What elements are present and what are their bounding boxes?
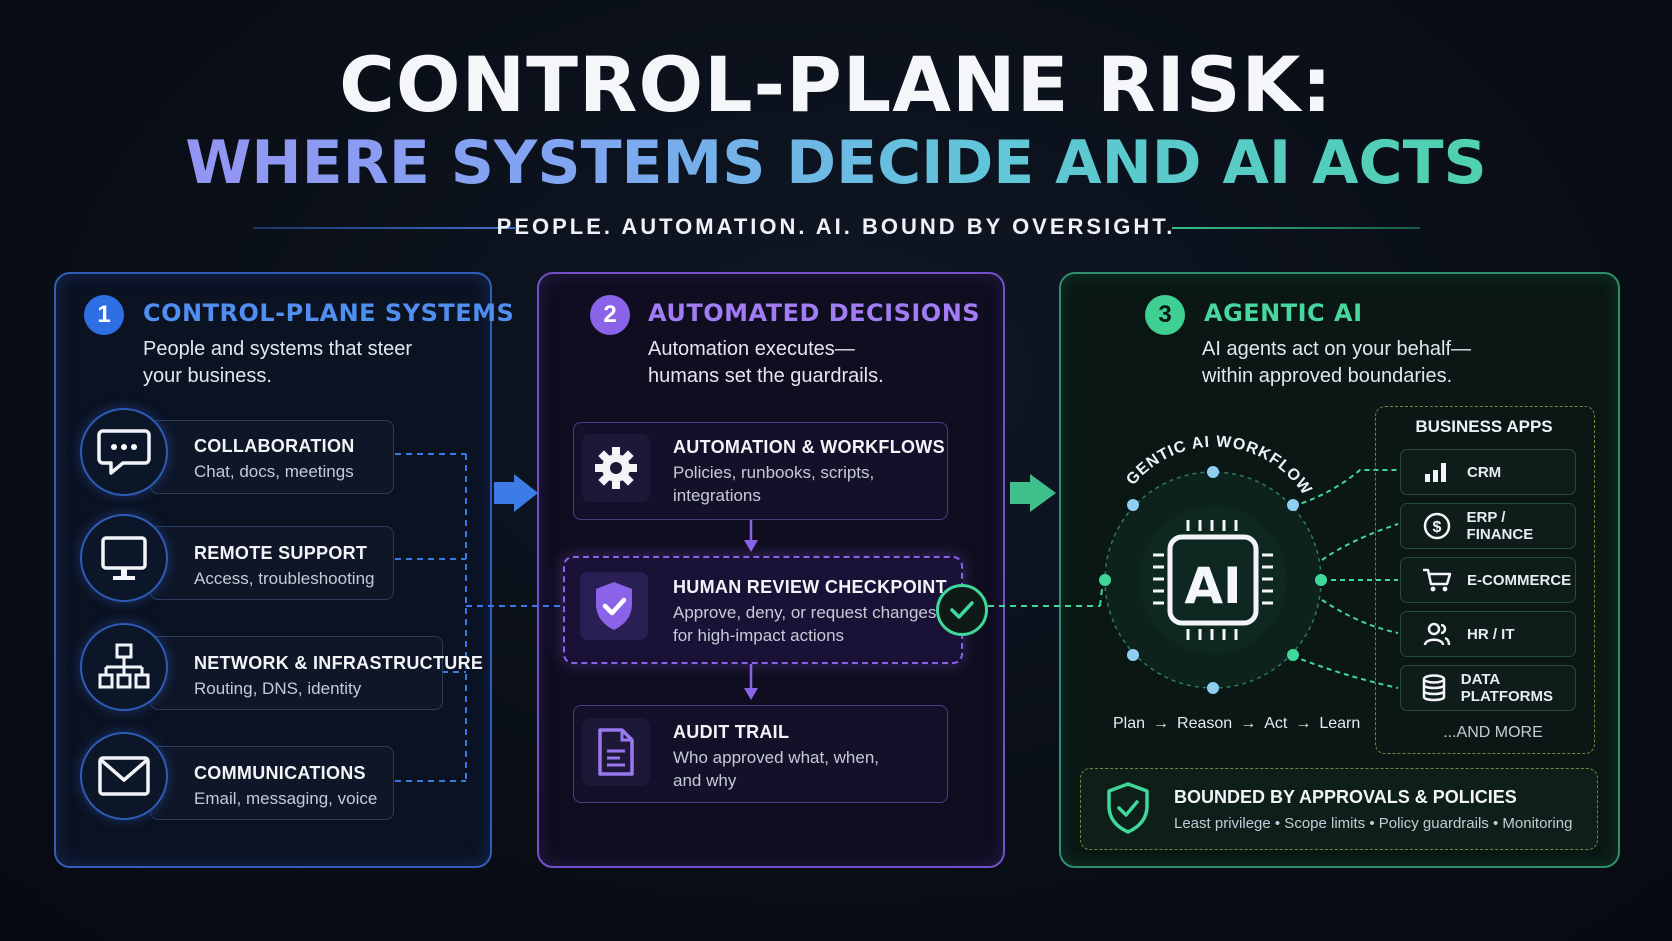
network-desc: Routing, DNS, identity xyxy=(194,679,362,698)
arrow-right-icon: → xyxy=(1240,715,1257,732)
page-title: CONTROL-PLANE RISK: xyxy=(339,40,1333,129)
column2-title: AUTOMATED DECISIONS xyxy=(648,299,981,327)
app-label: ERP / FINANCE xyxy=(1466,509,1534,543)
step-number-1: 1 xyxy=(84,295,124,335)
arrow-right-icon: → xyxy=(1153,715,1170,732)
bounded-policies-box xyxy=(1080,768,1598,850)
apps-more-label: ...AND MORE xyxy=(1443,724,1543,741)
bar-chart-icon xyxy=(1417,461,1457,483)
checkmark-icon xyxy=(936,584,988,636)
database-icon xyxy=(1417,674,1451,702)
app-hr-it[interactable]: HR / IT xyxy=(1400,611,1576,657)
collaboration-desc: Chat, docs, meetings xyxy=(194,462,354,481)
app-label: DATA PLATFORMS xyxy=(1460,671,1553,705)
arrow-right-icon xyxy=(494,474,538,512)
audit-title: AUDIT TRAIL xyxy=(673,722,790,742)
ai-chip-label: AI xyxy=(1184,557,1242,615)
column1-title: CONTROL-PLANE SYSTEMS xyxy=(143,299,515,327)
dollar-icon: $ xyxy=(1417,512,1457,540)
monitor-icon xyxy=(80,514,168,602)
business-apps-title: BUSINESS APPS xyxy=(1415,417,1553,436)
step-number-2: 2 xyxy=(590,295,630,335)
step-plan: Plan xyxy=(1113,715,1146,732)
network-icon xyxy=(80,623,168,711)
workflow-node xyxy=(1099,466,1327,694)
page-subtitle: WHERE SYSTEMS DECIDE AND AI ACTS xyxy=(0,128,1672,198)
chat-bubble-icon xyxy=(80,408,168,496)
shield-check-icon xyxy=(1105,782,1151,839)
column2-subtitle: Automation executes—humans set the guard… xyxy=(648,338,884,387)
workflow-steps: Plan → Reason → Act → Learn xyxy=(1113,715,1360,733)
card-remote-support[interactable] xyxy=(150,526,394,600)
remote-support-desc: Access, troubleshooting xyxy=(194,569,375,588)
bounded-title: BOUNDED BY APPROVALS & POLICIES xyxy=(1174,787,1517,807)
gear-icon xyxy=(582,434,650,502)
step-number-3: 3 xyxy=(1145,295,1185,335)
step-act: Act xyxy=(1264,715,1288,732)
step-reason: Reason xyxy=(1177,715,1233,732)
arrow-right-icon xyxy=(1010,474,1056,512)
cart-icon xyxy=(1417,567,1457,593)
document-icon xyxy=(582,718,650,786)
audit-desc: Who approved what, when,and why xyxy=(673,748,880,790)
automation-desc: Policies, runbooks, scripts,integrations xyxy=(673,463,875,505)
automation-title: AUTOMATION & WORKFLOWS xyxy=(673,437,945,457)
divider-right xyxy=(1172,227,1420,229)
tagline: PEOPLE. AUTOMATION. AI. BOUND BY OVERSIG… xyxy=(496,214,1176,239)
collaboration-title: COLLABORATION xyxy=(194,436,355,456)
network-title: NETWORK & INFRASTRUCTURE xyxy=(194,653,484,673)
app-erp-finance[interactable]: $ ERP / FINANCE xyxy=(1400,503,1576,549)
svg-text:$: $ xyxy=(1432,519,1441,536)
app-crm[interactable]: CRM xyxy=(1400,449,1576,495)
human-review-title: HUMAN REVIEW CHECKPOINT xyxy=(673,577,947,597)
app-label: E-COMMERCE xyxy=(1467,571,1572,589)
app-e-commerce[interactable]: E-COMMERCE xyxy=(1400,557,1576,603)
communications-desc: Email, messaging, voice xyxy=(194,789,378,808)
ai-chip-icon xyxy=(1153,520,1273,640)
card-network-infrastructure[interactable] xyxy=(150,636,443,710)
users-icon xyxy=(1417,621,1457,647)
app-label: HR / IT xyxy=(1467,625,1515,643)
business-apps-panel xyxy=(1375,406,1595,754)
app-data-platforms[interactable]: DATA PLATFORMS xyxy=(1400,665,1576,711)
bounded-desc: Least privilege • Scope limits • Policy … xyxy=(1174,815,1573,832)
step-learn: Learn xyxy=(1319,715,1361,732)
shield-check-icon xyxy=(580,572,648,640)
ai-workflow-diagram: AGENTIC AI WORKFLOW xyxy=(1090,420,1327,694)
card-communications[interactable] xyxy=(150,746,394,820)
app-label: CRM xyxy=(1467,463,1502,481)
remote-support-title: REMOTE SUPPORT xyxy=(194,543,368,563)
communications-title: COMMUNICATIONS xyxy=(194,763,366,783)
arrow-right-icon: → xyxy=(1295,715,1312,732)
envelope-icon xyxy=(80,732,168,820)
divider-left xyxy=(253,227,515,229)
column3-title: AGENTIC AI xyxy=(1204,299,1363,327)
column3-subtitle: AI agents act on your behalf—within appr… xyxy=(1202,338,1472,387)
